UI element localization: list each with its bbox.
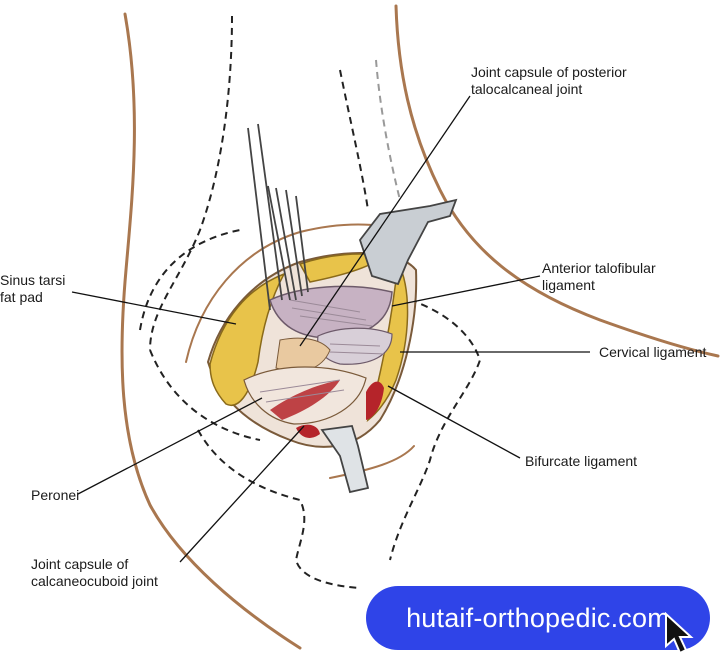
label-sinus-tarsi: Sinus tarsi fat pad <box>0 272 66 305</box>
retractor-upper-right <box>358 198 458 286</box>
leader-anterior-talofibular <box>391 275 541 307</box>
talus-outline <box>149 349 261 441</box>
cuboid-outline <box>389 299 482 561</box>
skin-right-contour <box>394 4 720 358</box>
fibers <box>259 299 385 403</box>
retractor-lower <box>320 425 370 494</box>
fibula-outline <box>149 15 233 351</box>
skin-incision-lower <box>329 445 415 479</box>
bone-outlines <box>139 15 482 589</box>
label-cervical: Cervical ligament <box>599 344 707 360</box>
watermark-badge: hutaif-orthopedic.com <box>366 586 710 650</box>
leader-lines <box>71 95 590 563</box>
label-bifurcate: Bifurcate ligament <box>525 453 638 469</box>
leader-bifurcate <box>387 385 521 459</box>
skin-outline <box>120 4 720 650</box>
fat-pad-left <box>209 272 286 406</box>
peronei-bloody <box>270 380 340 420</box>
cursor-arrow-icon <box>665 612 694 655</box>
label-anterior-talofibular: Anterior talofibular ligament <box>542 260 656 293</box>
label-peronei: Peronei <box>31 487 80 503</box>
watermark-text: hutaif-orthopedic.com <box>406 602 670 633</box>
retractors <box>247 123 458 494</box>
leader-sinus-tarsi <box>71 291 237 325</box>
tibia-outline-2 <box>375 59 401 201</box>
leader-calcaneocuboid <box>179 425 305 563</box>
skin-left-contour <box>120 12 302 650</box>
retractor-hook-bundle <box>247 123 309 311</box>
label-joint-capsule-calcaneocuboid: Joint capsule of calcaneocuboid joint <box>31 556 158 589</box>
surgical-field <box>206 251 418 448</box>
calcaneus-outline <box>139 229 241 331</box>
leader-joint-capsule-posterior <box>299 95 471 347</box>
heel-outline <box>197 429 361 589</box>
label-joint-capsule-posterior: Joint capsule of posterior talocalcaneal… <box>471 64 627 97</box>
tibia-outline <box>339 69 369 211</box>
capsule-posterior <box>269 285 393 339</box>
leader-peronei <box>77 397 263 495</box>
bifurcate-bloody <box>366 381 384 420</box>
